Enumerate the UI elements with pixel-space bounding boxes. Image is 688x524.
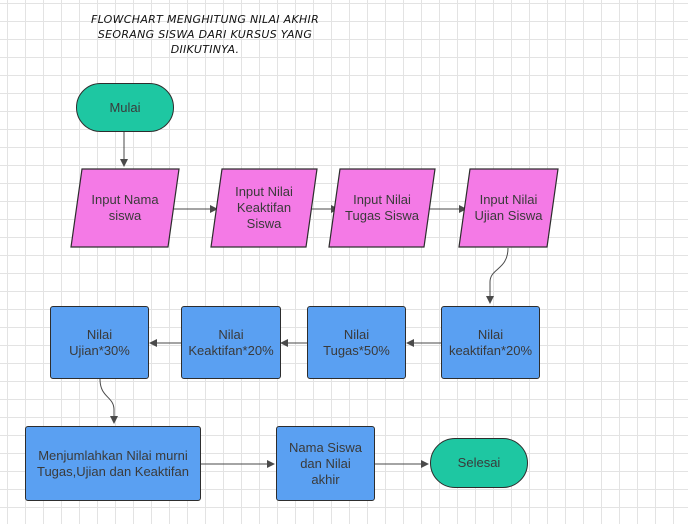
process-ujian-30-label: Nilai Ujian*30% xyxy=(69,326,130,358)
input-tugas-label: Input Nilai Tugas Siswa xyxy=(345,192,419,223)
parallelogram-shape xyxy=(210,168,318,248)
parallelogram-shape xyxy=(70,168,180,248)
output-label: Nama Siswa dan Nilai akhir xyxy=(289,439,362,487)
diagram-title: FLOWCHART MENGHITUNG NILAI AKHIR SEORANG… xyxy=(40,12,370,57)
process-sum-label: Menjumlahkan Nilai murni Tugas,Ujian dan… xyxy=(36,447,189,479)
process-keaktifan-20b-node[interactable]: Nilai Keaktifan*20% xyxy=(181,306,281,379)
edge-ujian-to-proc-keaktifan xyxy=(486,247,509,304)
parallelogram-shape xyxy=(458,168,559,248)
edge-ujian-to-sum xyxy=(99,378,118,424)
process-tugas-50-label: Nilai Tugas*50% xyxy=(323,326,390,358)
process-keaktifan-20b-label: Nilai Keaktifan*20% xyxy=(188,326,274,358)
input-keaktifan-node[interactable]: Input Nilai Keaktifan Siswa xyxy=(210,168,318,248)
process-tugas-50-node[interactable]: Nilai Tugas*50% xyxy=(307,306,406,379)
process-keaktifan-20-label: Nilai keaktifan*20% xyxy=(448,326,533,358)
input-nama-label: Input Nama siswa xyxy=(91,192,159,223)
output-node[interactable]: Nama Siswa dan Nilai akhir xyxy=(276,426,375,501)
process-sum-node[interactable]: Menjumlahkan Nilai murni Tugas,Ujian dan… xyxy=(25,426,201,501)
input-ujian-node[interactable]: Input Nilai Ujian Siswa xyxy=(458,168,559,248)
input-nama-node[interactable]: Input Nama siswa xyxy=(70,168,180,248)
end-node[interactable]: Selesai xyxy=(430,438,528,488)
parallelogram-shape xyxy=(328,168,436,248)
process-keaktifan-20-node[interactable]: Nilai keaktifan*20% xyxy=(441,306,540,379)
input-ujian-label: Input Nilai Ujian Siswa xyxy=(474,192,543,223)
input-tugas-node[interactable]: Input Nilai Tugas Siswa xyxy=(328,168,436,248)
input-keaktifan-label: Input Nilai Keaktifan Siswa xyxy=(235,184,293,231)
start-label: Mulai xyxy=(109,99,141,115)
title-line-1: FLOWCHART MENGHITUNG NILAI AKHIR xyxy=(90,13,320,26)
title-line-3: DIIKUTINYA. xyxy=(170,43,240,56)
end-label: Selesai xyxy=(457,455,501,470)
title-line-2: SEORANG SISWA DARI KURSUS YANG xyxy=(97,28,313,41)
process-ujian-30-node[interactable]: Nilai Ujian*30% xyxy=(50,306,149,379)
start-node[interactable]: Mulai xyxy=(76,83,174,132)
